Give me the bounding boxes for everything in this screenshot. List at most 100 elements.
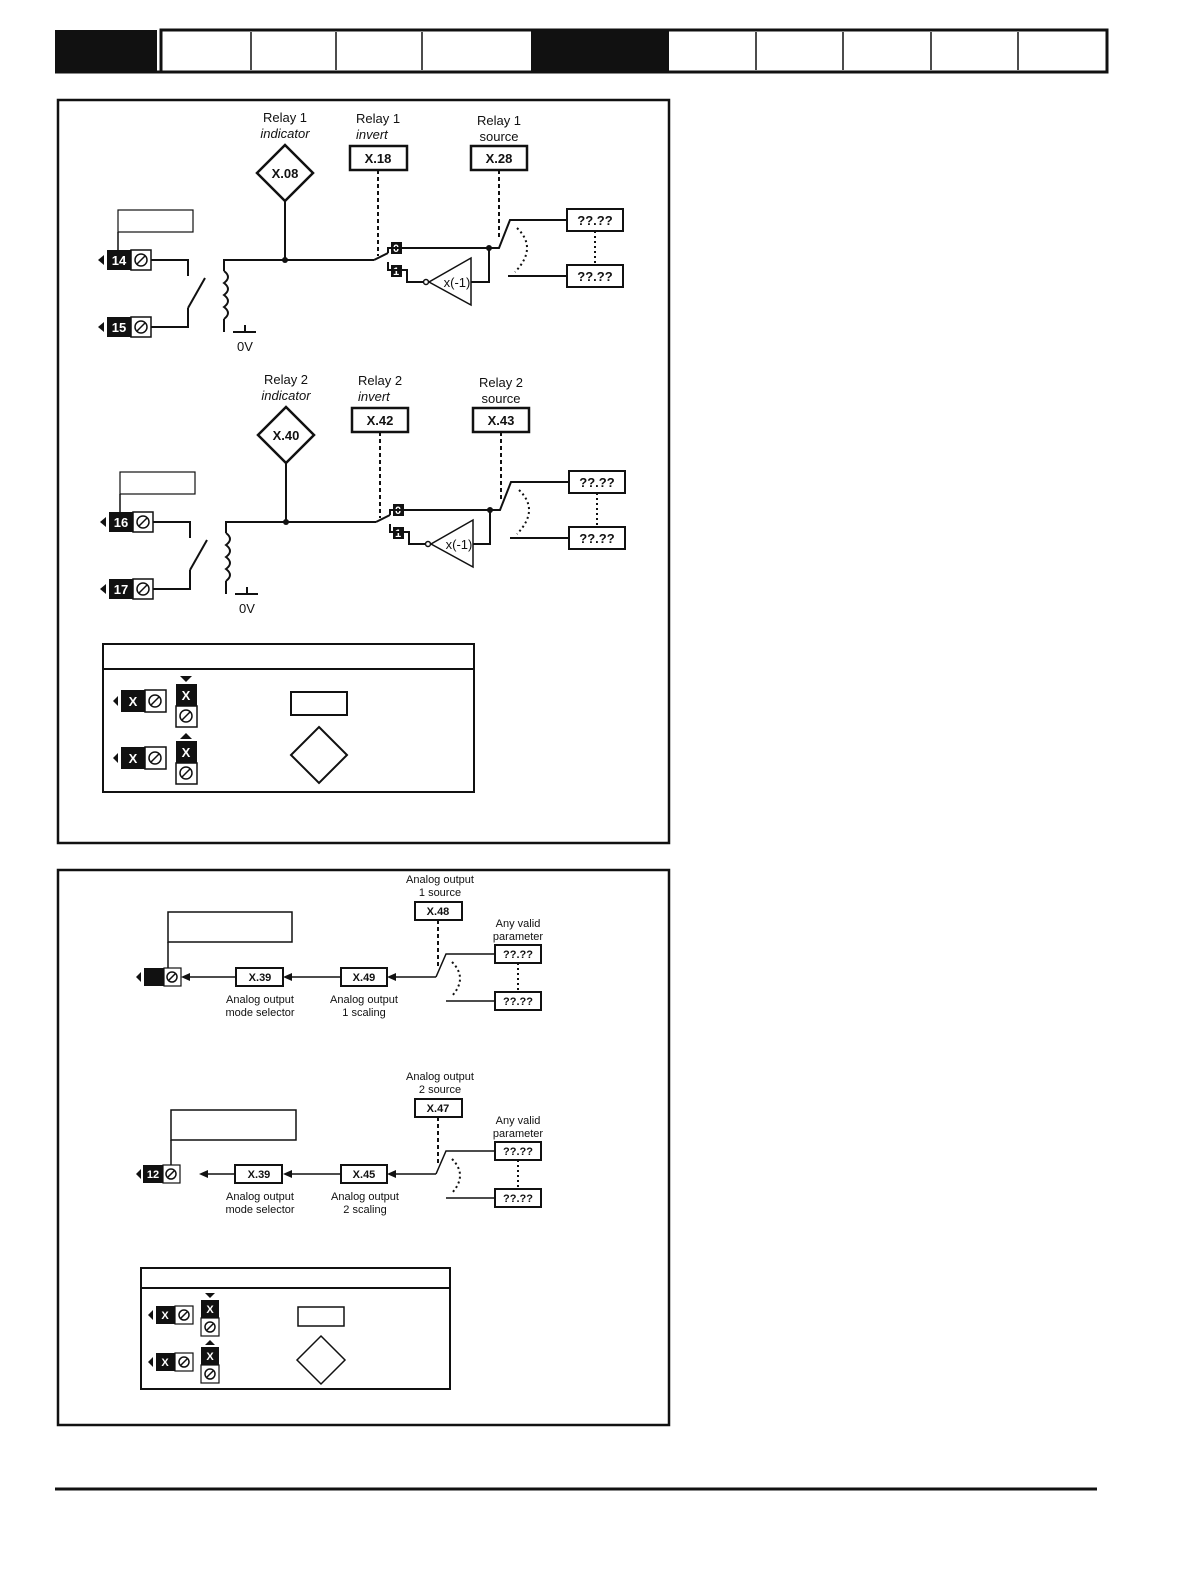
relay-1-inverter-label: x(-1) bbox=[444, 275, 471, 290]
analog-output-2-diagram: Analog output 2 source X.47 Any valid pa… bbox=[136, 1071, 543, 1216]
relay-1-terminal-14-label: 14 bbox=[112, 253, 127, 268]
analog-1-output-terminal[interactable] bbox=[144, 968, 164, 986]
relay-2-contact-switch bbox=[189, 539, 208, 571]
analog-1-source-subtitle: 1 source bbox=[419, 887, 461, 899]
relay-2-contact-wire-a bbox=[153, 521, 191, 538]
relay-2-direct-path bbox=[389, 509, 490, 515]
analog-1-source-title: Analog output bbox=[406, 874, 474, 886]
relay-2-source-box bbox=[471, 406, 531, 434]
relay-1-coil-feed bbox=[223, 259, 374, 271]
relay-1-terminal-15[interactable] bbox=[107, 317, 131, 337]
analog-2-destination-1-label: ??.?? bbox=[503, 1146, 533, 1158]
analog-2-source-param: X.47 bbox=[427, 1103, 450, 1115]
relay-2-source-title: Relay 2 bbox=[479, 375, 523, 390]
key-output-terminal bbox=[121, 747, 145, 769]
analog-1-terminal-callout bbox=[167, 911, 293, 943]
analog-1-any-valid-subtitle: parameter bbox=[493, 931, 543, 943]
relay-2-source-selector bbox=[490, 481, 569, 511]
relay-1-inverted-path bbox=[387, 262, 424, 283]
relay-1-selector-arc bbox=[514, 227, 528, 273]
analog-1-scaling-subtitle: 1 scaling bbox=[342, 1007, 385, 1019]
relay-1-terminal-callout bbox=[117, 209, 194, 233]
key2-input-vertical-terminal bbox=[201, 1300, 219, 1318]
analog-key-legend: X X X X bbox=[140, 1267, 451, 1390]
relay-1-indicator-param: X.08 bbox=[272, 166, 299, 181]
key2-parameter-box-symbol bbox=[297, 1306, 345, 1327]
header-block-active bbox=[531, 30, 669, 72]
relay-2-coil bbox=[224, 532, 231, 582]
analog-2-scaling-subtitle: 2 scaling bbox=[343, 1204, 386, 1216]
header-block-left bbox=[55, 30, 157, 72]
relay-2-invert-box bbox=[350, 406, 410, 434]
relay-1-contact-wire-a bbox=[151, 259, 189, 276]
analog-1-mode-title: Analog output bbox=[226, 994, 294, 1006]
relay-1-source-subtitle: source bbox=[479, 129, 518, 144]
key2-output-terminal-label: X bbox=[161, 1357, 169, 1369]
relay-1-indicator-title: Relay 1 bbox=[263, 110, 307, 125]
relay-2-source-param: X.43 bbox=[488, 413, 515, 428]
relay-1-source-selector bbox=[489, 219, 567, 249]
relay-1-contact-wire-b bbox=[151, 308, 189, 328]
key-output-terminal-label: X bbox=[129, 751, 138, 766]
relay-2-terminal-16-arrow bbox=[100, 517, 106, 527]
relay-1-destination-2 bbox=[566, 264, 624, 288]
relay-1-diagram: Relay 1 indicator X.08 Relay 1 invert X.… bbox=[98, 110, 624, 354]
analog-1-destination-1-label: ??.?? bbox=[503, 949, 533, 961]
analog-2-destination-2-label: ??.?? bbox=[503, 1193, 533, 1205]
analog-2-terminal-callout bbox=[170, 1109, 297, 1141]
key2-input-terminal bbox=[156, 1306, 175, 1324]
relay-2-indicator-title: Relay 2 bbox=[264, 372, 308, 387]
analog-1-scaling-param: X.49 bbox=[353, 972, 376, 984]
key2-indicator-diamond-symbol bbox=[295, 1334, 347, 1386]
relay-1-source-title: Relay 1 bbox=[477, 113, 521, 128]
analog-2-any-valid-subtitle: parameter bbox=[493, 1128, 543, 1140]
relay-2-coil-feed bbox=[225, 521, 376, 533]
key2-input-terminal-label: X bbox=[161, 1310, 169, 1322]
relay-2-terminal-17[interactable] bbox=[109, 579, 133, 599]
analog-2-selector-arc bbox=[451, 1158, 461, 1194]
relay-2-destination-1-label: ??.?? bbox=[579, 475, 614, 490]
relay-1-ground-label: 0V bbox=[237, 339, 253, 354]
analog-figure-frame bbox=[56, 868, 671, 1427]
relay-2-switch-1-label: 1 bbox=[395, 528, 401, 540]
relay-1-direct-path bbox=[387, 247, 489, 253]
key2-output-vertical-terminal bbox=[201, 1347, 219, 1365]
relay-1-invert-title: Relay 1 bbox=[356, 111, 400, 126]
relay-1-terminal-14-arrow bbox=[98, 255, 104, 265]
analog-2-source-selector bbox=[435, 1150, 495, 1175]
relay-2-invert-param: X.42 bbox=[367, 413, 394, 428]
relay-2-invert-title: Relay 2 bbox=[358, 373, 402, 388]
relay-2-terminal-16[interactable] bbox=[109, 512, 133, 532]
relay-2-selector-arc bbox=[516, 489, 530, 535]
key-output-terminal-arrow bbox=[113, 753, 118, 763]
relay-2-invert-switch bbox=[375, 514, 391, 523]
analog-1-mode-param: X.39 bbox=[249, 972, 272, 984]
analog-1-any-valid-title: Any valid bbox=[496, 918, 541, 930]
relay-key-legend: X X X X bbox=[102, 643, 475, 793]
analog-output-1-diagram: Analog output 1 source X.48 Any valid pa… bbox=[136, 874, 543, 1019]
relay-figure-frame bbox=[56, 98, 671, 845]
analog-2-scaling-param: X.45 bbox=[353, 1169, 376, 1181]
relay-2-terminal-callout bbox=[119, 471, 196, 495]
analog-1-selector-arc bbox=[451, 961, 461, 997]
key2-input-vertical-label: X bbox=[206, 1304, 214, 1316]
relay-2-contact-wire-b bbox=[153, 570, 191, 590]
relay-1-switch-1-label: 1 bbox=[393, 266, 399, 278]
relay-2-destination-2 bbox=[568, 526, 626, 550]
relay-2-ground-label: 0V bbox=[239, 601, 255, 616]
relay-1-invert-param: X.18 bbox=[365, 151, 392, 166]
key-input-vertical-label: X bbox=[182, 688, 191, 703]
relay-2-inverted-path bbox=[389, 524, 426, 545]
analog-2-mode-title: Analog output bbox=[226, 1191, 294, 1203]
analog-2-output-terminal[interactable] bbox=[143, 1165, 163, 1183]
analog-2-any-valid-title: Any valid bbox=[496, 1115, 541, 1127]
analog-1-scaling-title: Analog output bbox=[330, 994, 398, 1006]
relay-1-invert-subtitle: invert bbox=[356, 127, 389, 142]
header-nav-bar bbox=[55, 28, 1109, 74]
analog-1-source-param: X.48 bbox=[427, 906, 450, 918]
key-input-terminal bbox=[121, 690, 145, 712]
relay-1-destination-2-label: ??.?? bbox=[577, 269, 612, 284]
relay-1-terminal-15-arrow bbox=[98, 322, 104, 332]
relay-1-terminal-14[interactable] bbox=[107, 250, 131, 270]
